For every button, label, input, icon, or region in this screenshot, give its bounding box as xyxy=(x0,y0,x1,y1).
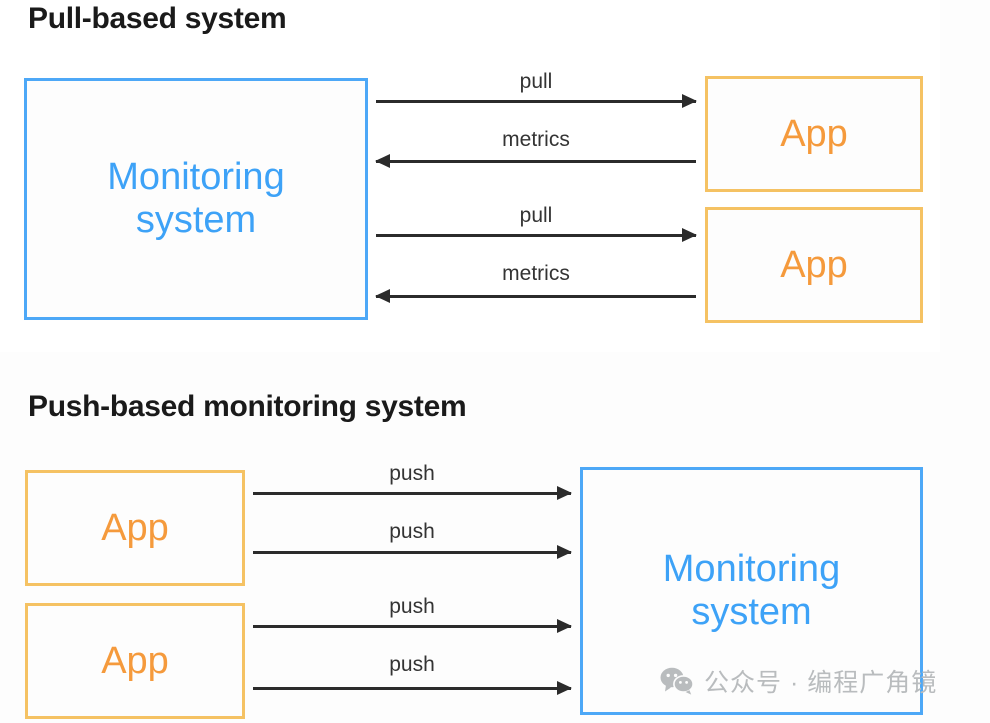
push-arrow-label-4: push xyxy=(389,653,435,676)
push-arrow-4-head xyxy=(557,681,572,695)
push-monitoring-system-node[interactable]: Monitoring system xyxy=(580,467,923,715)
push-app-node-1[interactable]: App xyxy=(25,470,245,586)
pull-arrow-2-head xyxy=(375,154,390,168)
push-arrow-1 xyxy=(253,484,572,502)
pull-arrow-3-head xyxy=(682,228,697,242)
push-arrow-4 xyxy=(253,679,572,697)
push-app-label-2: App xyxy=(101,639,169,682)
pull-app-label-2: App xyxy=(780,243,848,286)
pull-arrow-4-head xyxy=(375,289,390,303)
pull-arrow-4-shaft xyxy=(376,295,696,298)
pull-arrow-2-shaft xyxy=(376,160,696,163)
pull-app-node-2[interactable]: App xyxy=(705,207,923,323)
push-monitoring-system-label: Monitoring system xyxy=(662,548,841,633)
pull-monitoring-system-node[interactable]: Monitoring system xyxy=(24,78,368,320)
push-arrow-label-2: push xyxy=(389,520,435,543)
push-arrow-3-head xyxy=(557,619,572,633)
push-app-label-1: App xyxy=(101,506,169,549)
pull-arrow-label-3: pull xyxy=(519,204,553,227)
push-arrow-2 xyxy=(253,543,572,561)
pull-arrow-label-1: pull xyxy=(519,70,553,93)
pull-arrow-label-4: metrics xyxy=(502,262,570,285)
pull-arrow-3-shaft xyxy=(376,234,696,237)
push-arrow-1-shaft xyxy=(253,492,571,495)
push-section-title: Push-based monitoring system xyxy=(28,390,467,423)
pull-arrow-2 xyxy=(375,152,696,170)
pull-monitoring-system-label: Monitoring system xyxy=(107,156,285,241)
push-arrow-2-shaft xyxy=(253,551,571,554)
push-arrow-label-3: push xyxy=(389,595,435,618)
push-arrow-label-1: push xyxy=(389,462,435,485)
pull-arrow-3 xyxy=(376,226,697,244)
pull-app-node-1[interactable]: App xyxy=(705,76,923,192)
pull-arrow-1-head xyxy=(682,94,697,108)
push-arrow-4-shaft xyxy=(253,687,571,690)
pull-arrow-4 xyxy=(375,287,696,305)
pull-section-title: Pull-based system xyxy=(28,2,287,35)
pull-arrow-label-2: metrics xyxy=(502,128,570,151)
push-arrow-1-head xyxy=(557,486,572,500)
pull-arrow-1 xyxy=(376,92,697,110)
push-app-node-2[interactable]: App xyxy=(25,603,245,719)
pull-arrow-1-shaft xyxy=(376,100,696,103)
push-arrow-3-shaft xyxy=(253,625,571,628)
push-arrow-3 xyxy=(253,617,572,635)
push-arrow-2-head xyxy=(557,545,572,559)
pull-app-label-1: App xyxy=(780,112,848,155)
